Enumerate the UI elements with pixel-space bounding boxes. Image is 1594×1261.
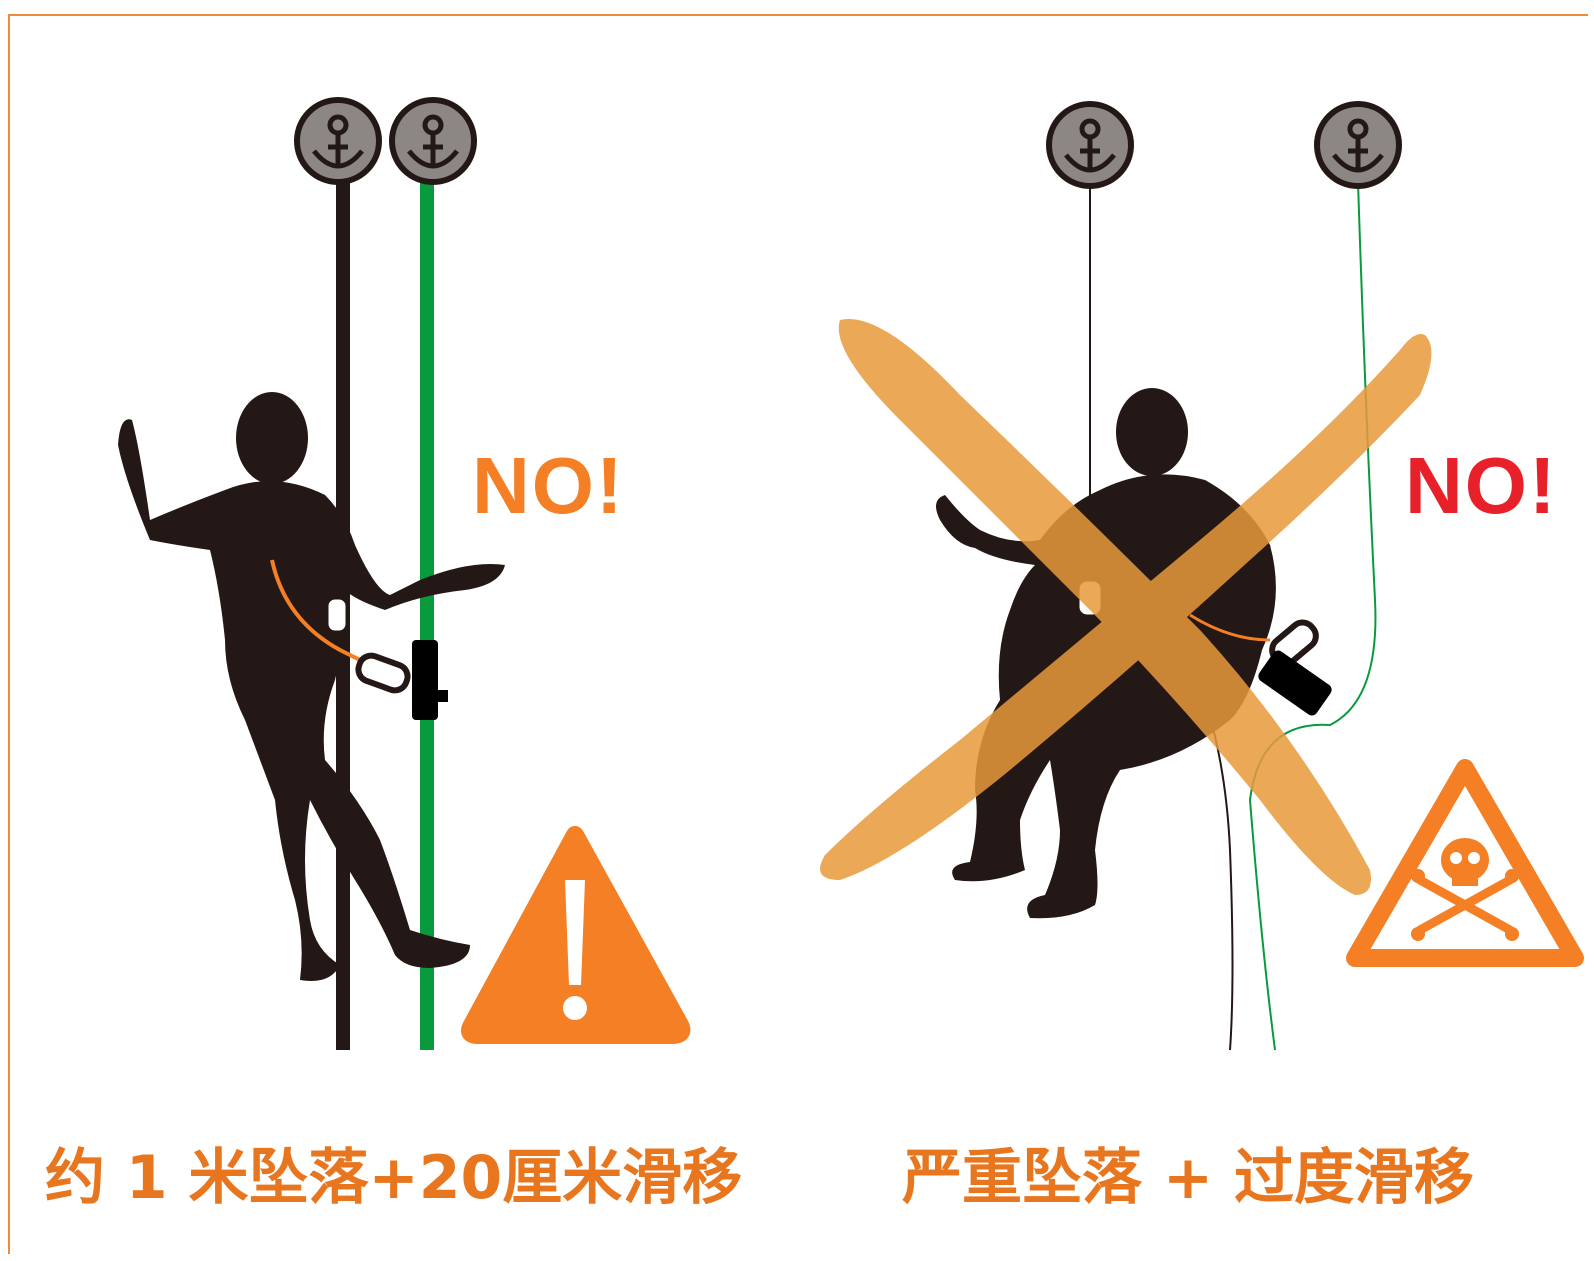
carabiner-black — [355, 652, 411, 694]
rope-grab-device — [412, 640, 438, 720]
anchor-icon — [392, 100, 474, 182]
big-x-cross-icon — [820, 318, 1432, 895]
orange-lanyard — [1189, 613, 1271, 642]
anchor-icon — [297, 100, 379, 182]
caption-right: 严重坠落 + 过度滑移 — [902, 1143, 1475, 1213]
left-scene — [118, 100, 691, 1050]
rope-grab-device — [1258, 650, 1332, 716]
carabiner-white — [325, 596, 349, 634]
worker-silhouette — [118, 392, 505, 981]
right-scene — [820, 104, 1584, 1051]
caption-left: 约 1 米坠落+20厘米滑移 — [45, 1143, 743, 1213]
anchor-icon — [1049, 104, 1131, 186]
panel-border — [8, 14, 1588, 1254]
no-label-left: NO! — [472, 441, 625, 530]
no-label-right: NO! — [1405, 441, 1558, 530]
device-knob — [436, 690, 448, 702]
exclamation-warning-icon — [461, 826, 691, 1044]
anchor-icon — [1317, 104, 1399, 186]
skull-crossbones-warning-icon — [1346, 759, 1584, 967]
